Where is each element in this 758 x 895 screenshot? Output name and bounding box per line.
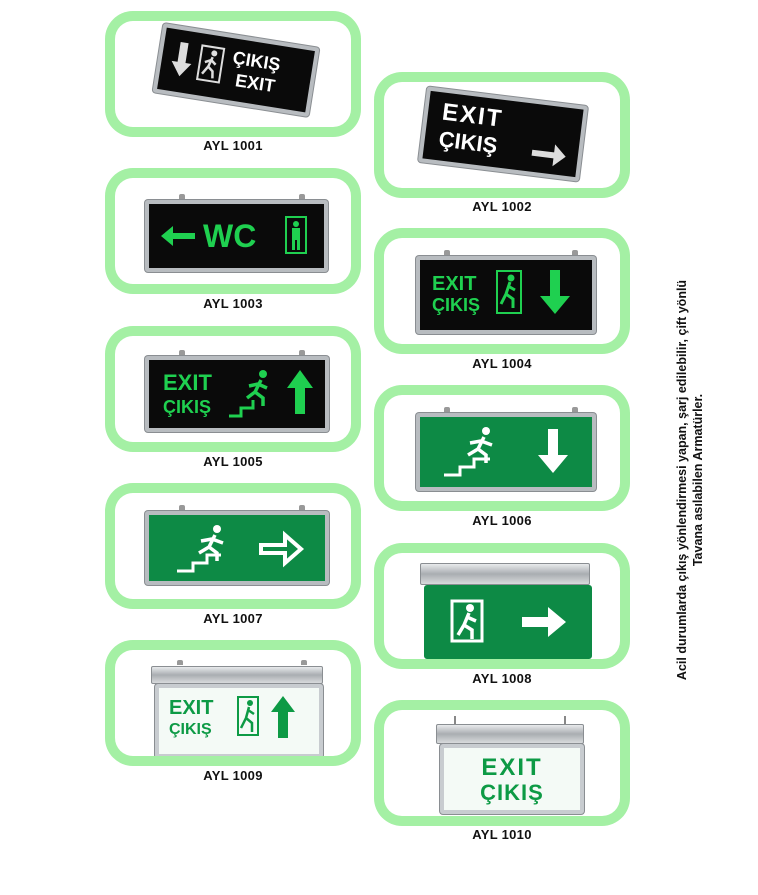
sign-text-line2: ÇIKIŞ: [163, 397, 212, 417]
product-card-ayl-1004[interactable]: EXIT ÇIKIŞ: [374, 228, 630, 354]
product-image: ÇIKIŞ EXIT: [115, 21, 351, 127]
product-image: EXIT ÇIKIŞ: [384, 82, 620, 188]
sign-text-line2: ÇIKIŞ: [480, 780, 544, 805]
product-code: AYL 1004: [472, 356, 532, 371]
product-image: EXIT ÇIKIŞ: [384, 238, 620, 344]
sign-text-line2: EXIT: [233, 70, 277, 97]
arrow-right-icon: [259, 530, 305, 568]
arrow-right-icon: [531, 144, 566, 167]
product-card-ayl-1009[interactable]: EXIT ÇIKIŞ: [105, 640, 361, 766]
product-card-ayl-1007[interactable]: [105, 483, 361, 609]
running-man-icon: [496, 270, 522, 314]
arrow-up-icon: [287, 370, 313, 414]
running-stairs-icon: [229, 370, 268, 418]
exit-sign-green: [416, 413, 596, 491]
exit-sign-clear: EXIT ÇIKIŞ: [155, 684, 323, 756]
arrow-right-icon: [522, 607, 566, 637]
sign-text-line2: ÇIKIŞ: [432, 295, 481, 315]
sign-text-line2: ÇIKIŞ: [437, 126, 499, 159]
running-stairs-icon: [444, 427, 493, 477]
product-image: EXIT ÇIKIŞ: [384, 710, 620, 816]
product-code: AYL 1007: [203, 611, 263, 626]
product-code: AYL 1002: [472, 199, 532, 214]
product-code: AYL 1008: [472, 671, 532, 686]
running-man-icon: [195, 44, 226, 84]
exit-sign-green: [145, 511, 329, 585]
product-image: WC: [115, 178, 351, 284]
product-card-ayl-1010[interactable]: EXIT ÇIKIŞ: [374, 700, 630, 826]
sign-text-line1: EXIT: [163, 370, 212, 395]
product-image: [384, 553, 620, 659]
exit-sign-black: EXIT ÇIKIŞ: [416, 256, 596, 334]
product-image: [384, 395, 620, 501]
product-card-ayl-1001[interactable]: ÇIKIŞ EXIT: [105, 11, 361, 137]
person-icon: [285, 216, 307, 254]
arrow-up-icon: [271, 696, 295, 738]
sign-text-line1: EXIT: [481, 754, 543, 781]
description-text: Acil durumlarda çıkış yönlendirmesi yapa…: [674, 280, 706, 680]
sign-text-line1: EXIT: [432, 273, 477, 295]
product-code: AYL 1005: [203, 454, 263, 469]
product-image: EXIT ÇIKIŞ: [115, 336, 351, 442]
description-line2: Tavana asılabilen Armatürler.: [691, 393, 705, 567]
wc-sign-black: WC: [145, 200, 328, 272]
product-code: AYL 1003: [203, 296, 263, 311]
product-code: AYL 1010: [472, 827, 532, 842]
arrow-down-icon: [171, 42, 192, 77]
product-image: EXIT ÇIKIŞ: [115, 650, 351, 756]
arrow-down-icon: [540, 270, 570, 314]
exit-sign-black: ÇIKIŞ EXIT: [152, 23, 320, 117]
sign-housing: [436, 724, 584, 744]
product-card-ayl-1008[interactable]: [374, 543, 630, 669]
arrow-down-icon: [538, 429, 568, 473]
product-card-ayl-1005[interactable]: EXIT ÇIKIŞ: [105, 326, 361, 452]
exit-sign-green: [424, 585, 592, 659]
product-card-ayl-1006[interactable]: [374, 385, 630, 511]
running-man-icon: [450, 599, 484, 643]
running-stairs-icon: [177, 525, 224, 573]
sign-text-line1: EXIT: [169, 697, 214, 719]
product-code: AYL 1009: [203, 768, 263, 783]
sign-housing: [151, 666, 323, 684]
product-description: Acil durumlarda çıkış yönlendirmesi yapa…: [650, 240, 730, 720]
arrow-left-icon: [161, 226, 195, 246]
product-card-ayl-1002[interactable]: EXIT ÇIKIŞ: [374, 72, 630, 198]
product-image: [115, 493, 351, 599]
sign-housing: [420, 563, 590, 585]
product-card-ayl-1003[interactable]: WC: [105, 168, 361, 294]
exit-sign-clear: EXIT ÇIKIŞ: [440, 744, 584, 814]
exit-sign-black: EXIT ÇIKIŞ: [145, 356, 329, 432]
running-man-icon: [237, 696, 259, 736]
product-code: AYL 1001: [203, 138, 263, 153]
description-line1: Acil durumlarda çıkış yönlendirmesi yapa…: [675, 279, 689, 681]
product-code: AYL 1006: [472, 513, 532, 528]
exit-sign-black: EXIT ÇIKIŞ: [417, 86, 589, 182]
sign-text-line2: ÇIKIŞ: [169, 721, 212, 738]
sign-text-line1: WC: [203, 218, 257, 254]
